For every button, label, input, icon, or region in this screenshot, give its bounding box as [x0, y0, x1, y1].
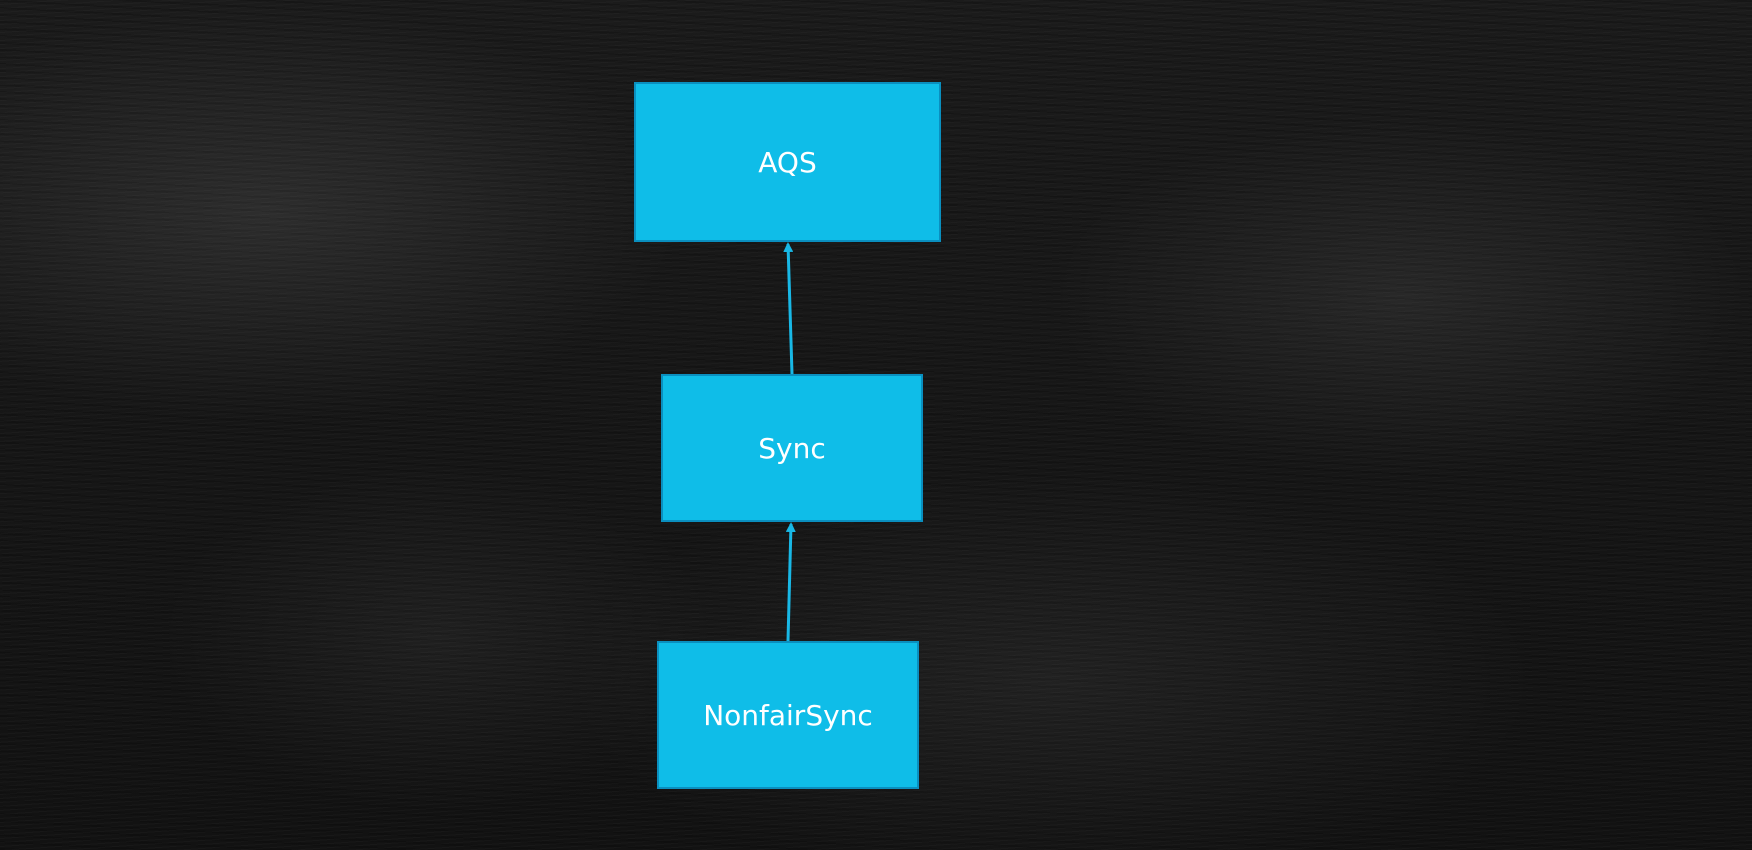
node-sync-label: Sync	[758, 431, 826, 465]
inheritance-arrow-sync-to-aqs	[783, 242, 794, 375]
node-aqs-label: AQS	[758, 145, 817, 179]
node-nonfairsync: NonfairSync	[657, 641, 919, 789]
inheritance-arrow-nonfairsync-to-sync	[785, 522, 796, 642]
node-nonfairsync-label: NonfairSync	[703, 698, 873, 732]
node-sync: Sync	[661, 374, 923, 522]
node-aqs: AQS	[634, 82, 941, 242]
